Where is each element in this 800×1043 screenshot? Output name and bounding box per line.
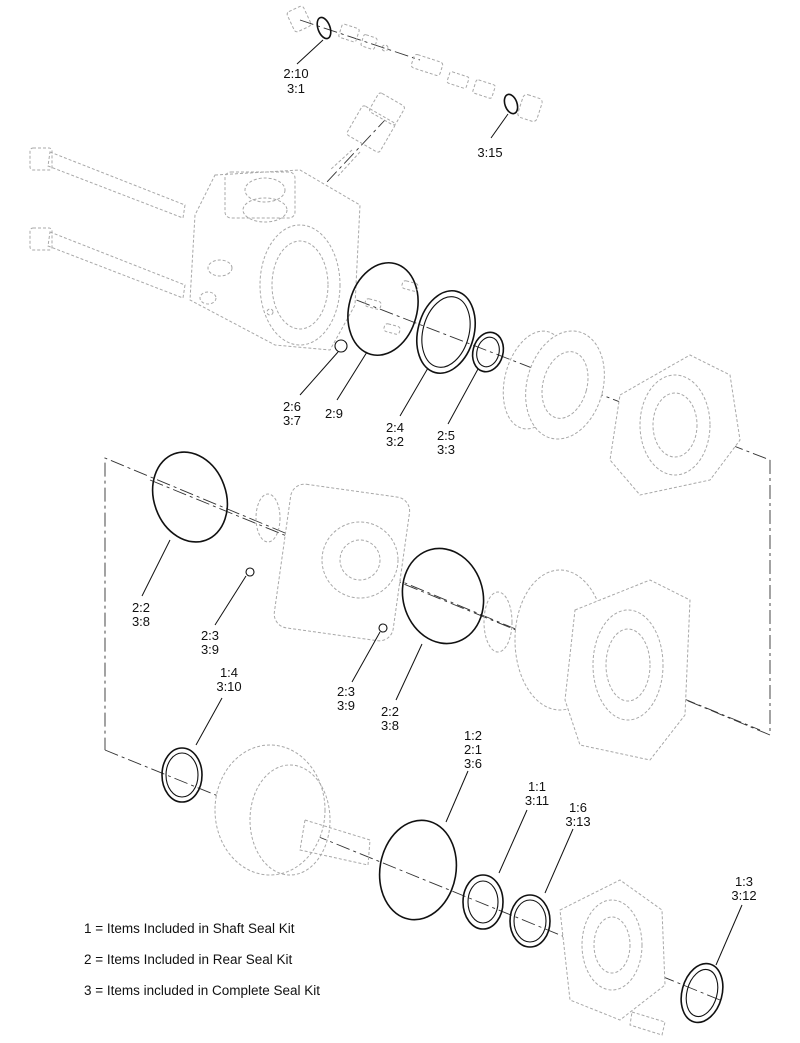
tie-bolts xyxy=(29,147,186,299)
seal-1-4 xyxy=(161,747,203,803)
legend-rear-seal-kit: 2 = Items Included in Rear Seal Kit xyxy=(84,952,292,967)
o-ring-2-6 xyxy=(334,339,348,353)
centerlines xyxy=(104,19,771,1001)
o-ring-2-2-left xyxy=(151,451,229,543)
o-ring-1-2 xyxy=(378,819,458,921)
legend-shaft-seal-kit: 1 = Items Included in Shaft Seal Kit xyxy=(84,921,295,936)
kit-legend: 1 = Items Included in Shaft Seal Kit 2 =… xyxy=(84,921,320,998)
o-ring-2-3-upper xyxy=(245,567,255,577)
upper-seals xyxy=(334,261,505,375)
o-ring-3-15 xyxy=(503,93,519,115)
seal-2-4 xyxy=(416,289,476,375)
gerotor-section xyxy=(151,451,691,761)
o-ring-2-10 xyxy=(316,16,332,40)
electrical-connector xyxy=(329,92,405,177)
shaft-section xyxy=(161,744,724,1036)
o-ring-2-3-lower xyxy=(378,623,388,633)
callout-3-15: 3:15 xyxy=(477,145,502,160)
valve-spool-plate xyxy=(502,330,741,496)
callout-2-9: 2:9 xyxy=(325,406,343,421)
relief-valve-parts xyxy=(286,5,543,122)
o-ring-2-2-right xyxy=(401,547,485,645)
valve-housing xyxy=(189,169,361,351)
o-ring-2-9 xyxy=(347,261,419,357)
seal-1-6 xyxy=(509,894,551,948)
seal-2-5 xyxy=(471,331,505,373)
seal-1-3 xyxy=(680,962,724,1024)
legend-complete-seal-kit: 3 = Items included in Complete Seal Kit xyxy=(84,983,320,998)
seal-1-1 xyxy=(462,874,504,930)
leader-lines xyxy=(141,39,743,966)
